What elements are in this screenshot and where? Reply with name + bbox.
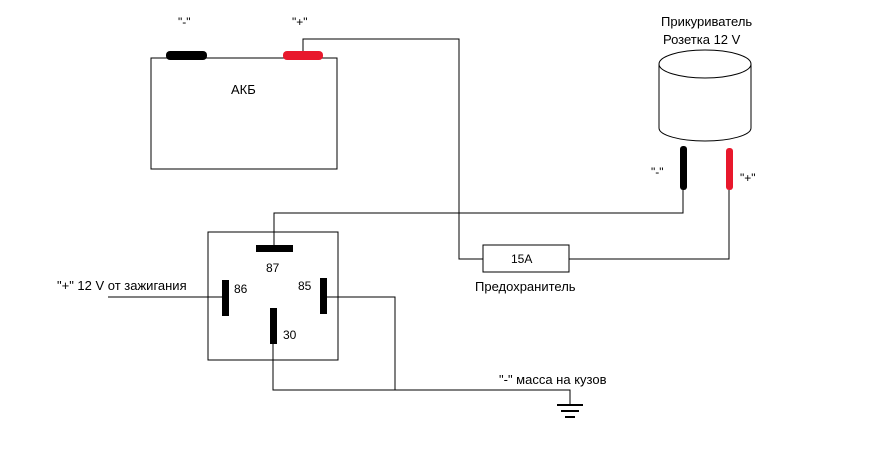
socket-top	[658, 49, 752, 79]
battery-label: АКБ	[231, 82, 256, 97]
fuse-caption: Предохранитель	[475, 279, 576, 294]
battery-plus-label: "+"	[292, 15, 308, 29]
wire-relay30-to-ground	[272, 344, 571, 404]
wire-relay85-to-ground	[327, 296, 396, 390]
ground-label: "-" масса на кузов	[499, 372, 607, 387]
ignition-label: "+" 12 V от зажигания	[57, 278, 187, 293]
relay: 87 86 85 30	[207, 231, 339, 361]
socket-title-line2: Розетка 12 V	[663, 32, 741, 47]
relay-pin-30-label: 30	[283, 328, 297, 342]
relay-pin-30	[270, 308, 277, 344]
wire-fuse-to-socket-plus	[569, 190, 730, 260]
socket-negative-terminal	[680, 146, 687, 190]
ground-icon	[557, 404, 583, 418]
battery-body	[150, 57, 338, 170]
socket-plus-label: "+"	[740, 171, 756, 185]
relay-pin-86-label: 86	[234, 282, 248, 296]
battery-positive-terminal	[283, 51, 323, 60]
socket-positive-terminal	[726, 148, 733, 190]
wire-relay87-to-socket-minus	[273, 190, 684, 245]
fuse-rating: 15A	[511, 252, 532, 266]
socket-minus-label: "-"	[651, 165, 664, 179]
battery-negative-terminal	[166, 51, 207, 60]
socket: Прикуриватель Розетка 12 V "-" "+"	[651, 14, 756, 190]
battery: АКБ "-" "+"	[150, 15, 338, 170]
relay-pin-85-label: 85	[298, 279, 312, 293]
wires	[108, 38, 730, 404]
relay-pin-86	[222, 280, 229, 316]
relay-pin-85	[320, 278, 327, 314]
socket-body	[658, 64, 752, 142]
battery-minus-label: "-"	[178, 15, 191, 29]
relay-pin-87	[256, 245, 293, 252]
socket-title-line1: Прикуриватель	[661, 14, 752, 29]
fuse: 15A Предохранитель	[475, 244, 576, 294]
wire-battery-plus-to-fuse	[302, 38, 483, 260]
relay-pin-87-label: 87	[266, 261, 280, 275]
